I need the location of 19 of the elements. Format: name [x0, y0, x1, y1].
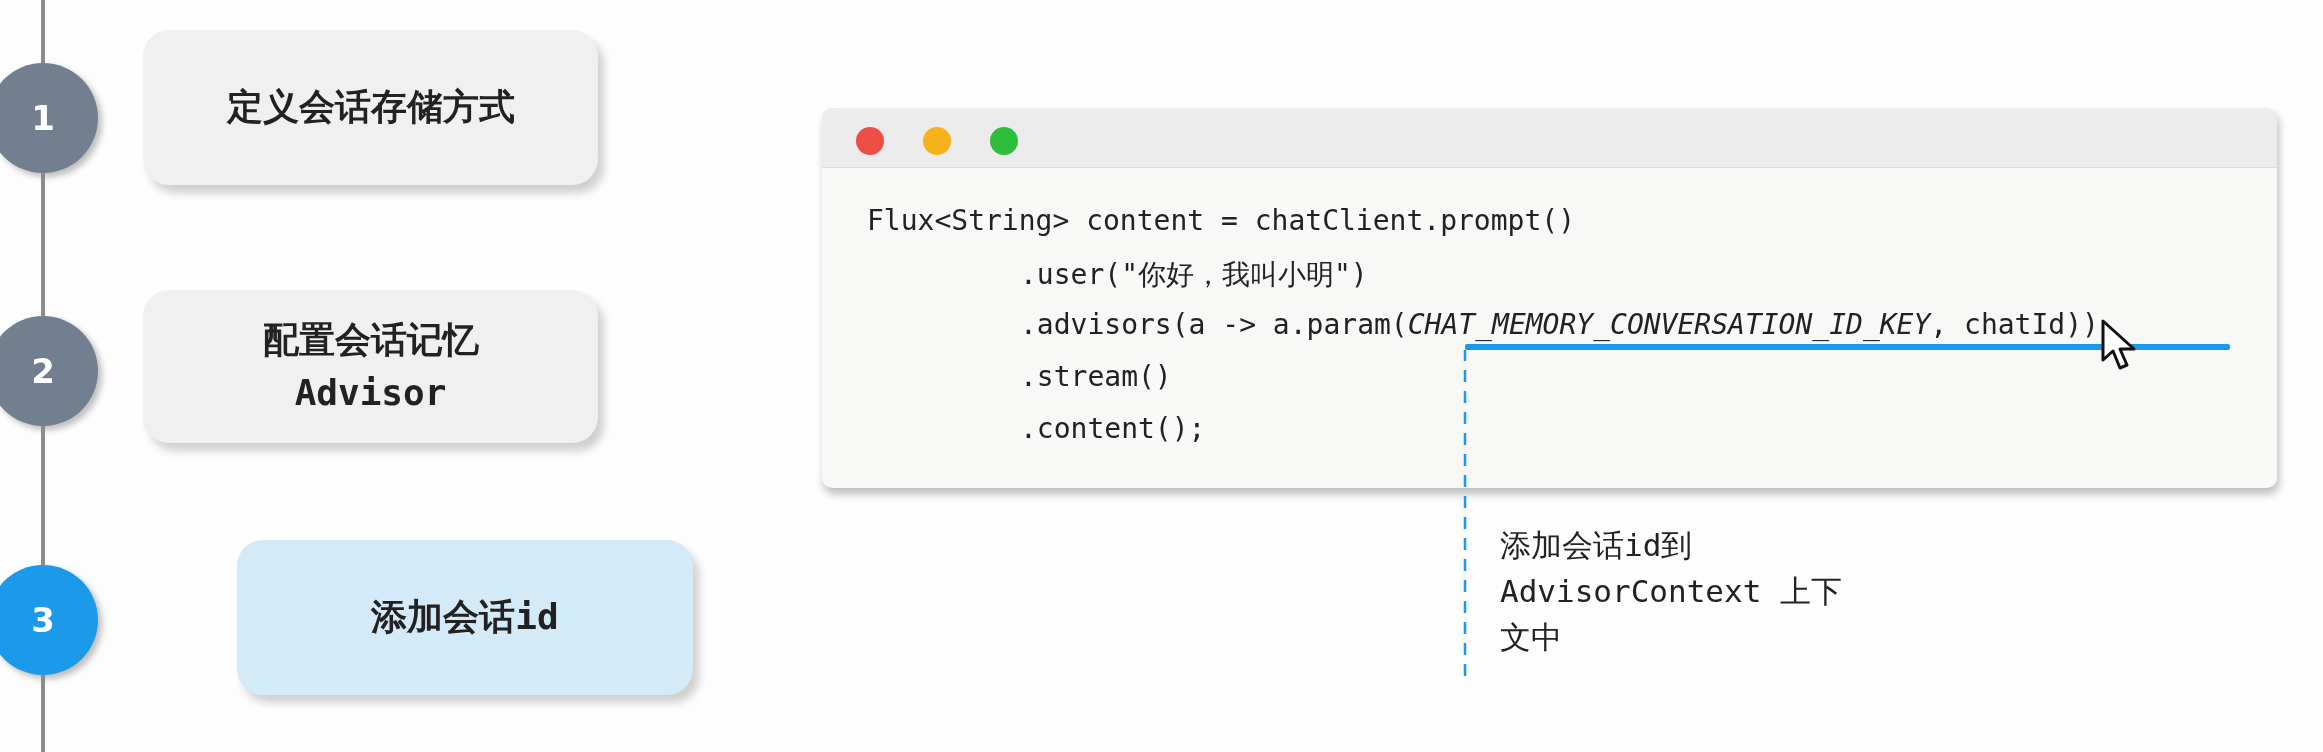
code-line: .user("你好，我叫小明")	[1020, 257, 1368, 293]
code-line: .advisors(a -> a.param(CHAT_MEMORY_CONVERSATION_ID_KEY, chatId))	[1020, 308, 2099, 341]
step-number-circle: 1	[0, 63, 98, 173]
step-number-circle: 2	[0, 316, 98, 426]
timeline-line	[41, 675, 45, 752]
code-line: .stream()	[1020, 360, 1172, 393]
code-line: Flux<String> content = chatClient.prompt()	[867, 204, 1575, 237]
timeline-line	[41, 0, 45, 63]
step-number-circle: 3	[0, 565, 98, 675]
leader-line	[1463, 350, 1467, 676]
code-line: .content();	[1020, 412, 1206, 445]
step-box: 定义会话存储方式	[143, 30, 598, 185]
annotation-text: 添加会话id到 AdvisorContext 上下文中	[1500, 526, 1843, 657]
step-box: 添加会话id	[237, 540, 693, 695]
highlight-underline	[1465, 344, 2230, 350]
timeline-line	[41, 173, 45, 316]
code-window	[822, 108, 2277, 488]
step-box: 配置会话记忆 Advisor	[143, 290, 598, 443]
timeline-line	[41, 426, 45, 565]
